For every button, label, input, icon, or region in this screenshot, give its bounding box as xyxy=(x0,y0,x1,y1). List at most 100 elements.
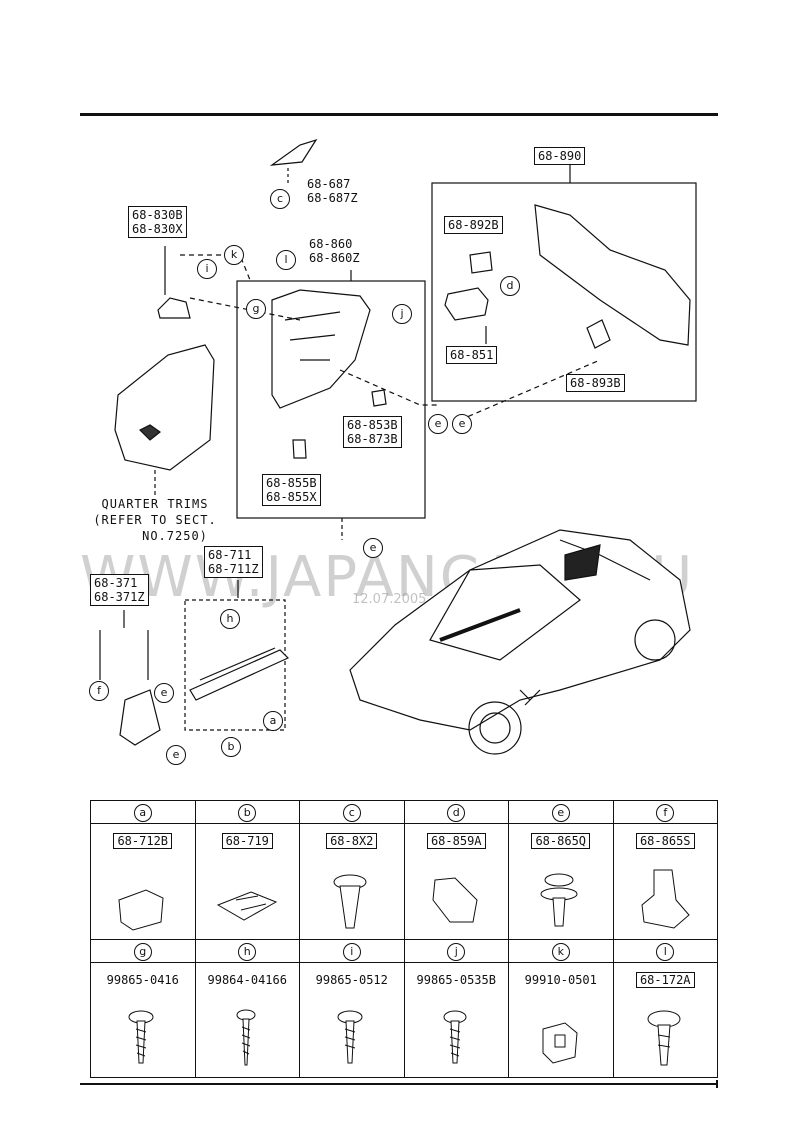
callout-label: 68-371 xyxy=(94,576,138,590)
nut-k-icon xyxy=(542,1021,578,1064)
scuff-plate-group-box xyxy=(184,599,286,731)
part-number: 68-865S xyxy=(635,833,695,849)
callout-label: 68-890 xyxy=(538,149,582,163)
legend-cell: 68-859A xyxy=(403,823,509,940)
callout-68-711: 68-711 68-711Z xyxy=(204,546,263,578)
callout-label: 68-851 xyxy=(450,348,494,362)
callout-68-855b: 68-855B 68-855X xyxy=(262,474,321,506)
legend-key: k xyxy=(551,942,570,961)
marker-e-4: e xyxy=(154,683,174,703)
legend-row-1-headers: a b c d e f xyxy=(90,800,718,824)
clip-b-icon xyxy=(216,891,277,921)
note-line: QUARTER TRIMS xyxy=(101,497,209,511)
marker-i: i xyxy=(197,259,217,279)
marker-e-5: e xyxy=(166,745,186,765)
callout-68-830: 68-830B 68-830X xyxy=(128,206,187,238)
callout-label: 68-711Z xyxy=(208,562,259,576)
legend-row-2-parts: 99865-0416 99864-04166 99865-0512 99865-… xyxy=(90,961,718,1078)
legend-key: b xyxy=(238,804,257,822)
screw-g-icon xyxy=(128,1010,154,1063)
part-number: 99865-0535B xyxy=(416,972,496,987)
part-number: 68-172A xyxy=(635,971,695,988)
marker-d: d xyxy=(500,276,520,296)
marker-h: h xyxy=(220,609,240,629)
marker-e-3: e xyxy=(363,538,383,558)
marker-e-1: e xyxy=(428,414,448,434)
legend-header: i xyxy=(299,938,405,963)
bottom-rule xyxy=(80,1083,718,1085)
watermark-date: 12.07.2005 xyxy=(352,592,427,607)
top-rule xyxy=(80,113,718,116)
callout-label: 68-892B xyxy=(448,218,499,232)
legend-cell: 68-865S xyxy=(612,823,718,940)
callout-label: 68-687Z xyxy=(307,191,358,205)
callout-68-853b: 68-853B 68-873B xyxy=(343,416,402,448)
legend-cell: 99865-0416 xyxy=(90,961,196,1078)
legend-cell: 68-865Q xyxy=(508,823,614,940)
callout-68-892b: 68-892B xyxy=(444,216,503,234)
legend-cell: 99865-0512 xyxy=(299,961,405,1078)
legend-cell: 68-719 xyxy=(194,823,300,940)
legend-header: j xyxy=(403,938,509,963)
callout-label: 68-860Z xyxy=(309,251,360,265)
legend-header: k xyxy=(508,938,614,963)
legend-key: e xyxy=(551,804,570,822)
callout-68-860: 68-860 68-860Z xyxy=(306,236,363,266)
quarter-trims-note: QUARTER TRIMS (REFER TO SECT. NO.7250) xyxy=(70,496,240,544)
fastener-legend-table: a b c d e f 68-712B 68-719 68-8X2 68-859… xyxy=(90,800,718,1078)
callout-label: 68-830B xyxy=(132,208,183,222)
clip-a-icon xyxy=(118,889,164,931)
legend-header: a xyxy=(90,800,196,824)
part-number: 68-712B xyxy=(113,833,173,849)
push-rivet-c-icon xyxy=(333,874,367,929)
car-illustration xyxy=(349,529,691,755)
side-trim-panel xyxy=(271,289,371,409)
callout-68-687: 68-687 68-687Z xyxy=(304,176,361,206)
legend-key: c xyxy=(342,804,361,822)
legend-cell: 68-8X2 xyxy=(299,823,405,940)
rear-package-trim xyxy=(534,204,691,346)
scan-speck xyxy=(716,1080,718,1088)
part-number: 99865-0416 xyxy=(106,972,179,987)
legend-key: j xyxy=(447,942,466,961)
marker-a: a xyxy=(263,711,283,731)
marker-b: b xyxy=(221,737,241,757)
legend-header: l xyxy=(612,938,718,963)
legend-cell: 68-712B xyxy=(90,823,196,940)
legend-header: c xyxy=(299,800,405,824)
marker-k: k xyxy=(224,245,244,265)
legend-cell: 99865-0535B xyxy=(403,961,509,1078)
callout-68-890: 68-890 xyxy=(534,147,586,165)
note-line: (REFER TO SECT. xyxy=(93,513,217,527)
push-rivet-e-icon xyxy=(540,873,578,927)
quarter-trim-panel xyxy=(114,344,215,471)
callout-label: 68-711 xyxy=(208,548,252,562)
screw-i-icon xyxy=(337,1010,363,1063)
part-number: 68-8X2 xyxy=(326,833,378,849)
note-line: NO.7250) xyxy=(142,529,208,543)
clip-f-icon xyxy=(640,869,690,929)
legend-header: d xyxy=(403,800,509,824)
callout-68-893b: 68-893B xyxy=(566,374,625,392)
legend-header: g xyxy=(90,938,196,963)
marker-e-2: e xyxy=(452,414,472,434)
marker-f: f xyxy=(89,681,109,701)
part-number: 68-859A xyxy=(426,833,486,849)
legend-row-2-headers: g h i j k l xyxy=(90,938,718,963)
legend-key: f xyxy=(656,804,675,822)
screw-j-icon xyxy=(443,1010,466,1063)
legend-cell: 99864-04166 xyxy=(194,961,300,1078)
callout-68-371: 68-371 68-371Z xyxy=(90,574,149,606)
legend-key: l xyxy=(656,942,675,961)
callout-68-851: 68-851 xyxy=(446,346,498,364)
part-number: 99910-0501 xyxy=(524,972,597,987)
callout-label: 68-853B xyxy=(347,418,398,432)
legend-key: g xyxy=(133,942,152,961)
legend-header: h xyxy=(194,938,300,963)
side-trim-group-box xyxy=(236,280,426,519)
callout-label: 68-893B xyxy=(570,376,621,390)
legend-key: h xyxy=(238,942,257,961)
clip-d-icon xyxy=(431,877,478,923)
marker-g: g xyxy=(246,299,266,319)
